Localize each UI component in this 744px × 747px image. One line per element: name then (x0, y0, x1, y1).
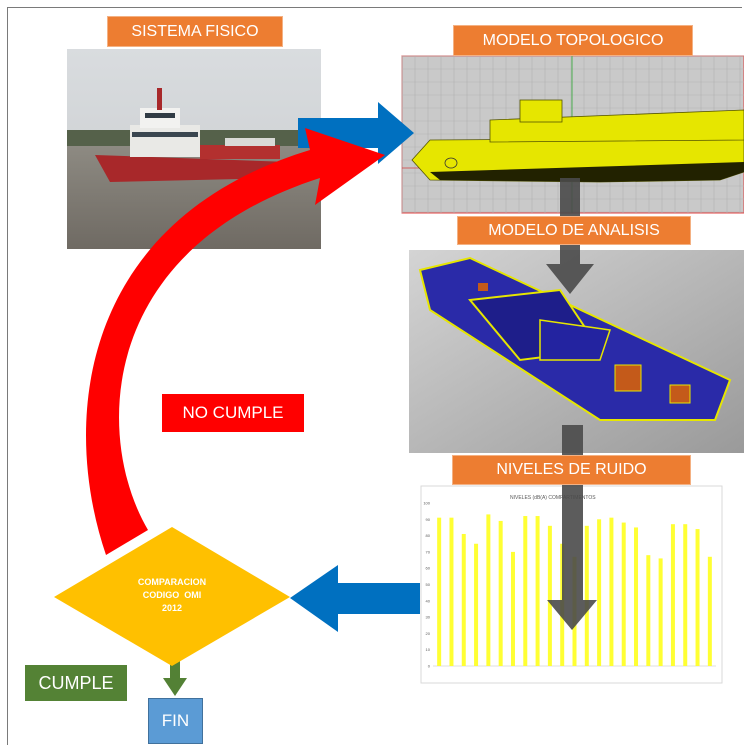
label-no-cumple: NO CUMPLE (162, 394, 304, 432)
decision-line-3: 2012 (161, 603, 183, 613)
label-cumple: CUMPLE (25, 665, 127, 701)
label-modelo-analisis: MODELO DE ANALISIS (457, 216, 691, 245)
decision-text: COMPARACION CODIGO OMI 2012 (104, 576, 240, 615)
decision-line-1: COMPARACION (137, 577, 207, 587)
label-sistema-fisico: SISTEMA FISICO (107, 16, 283, 47)
decision-line-2: CODIGO OMI (142, 590, 202, 600)
label-niveles-ruido: NIVELES DE RUIDO (452, 455, 691, 485)
label-modelo-topologico: MODELO TOPOLOGICO (453, 25, 693, 56)
diagram-frame (7, 7, 742, 745)
label-fin: FIN (148, 698, 203, 744)
